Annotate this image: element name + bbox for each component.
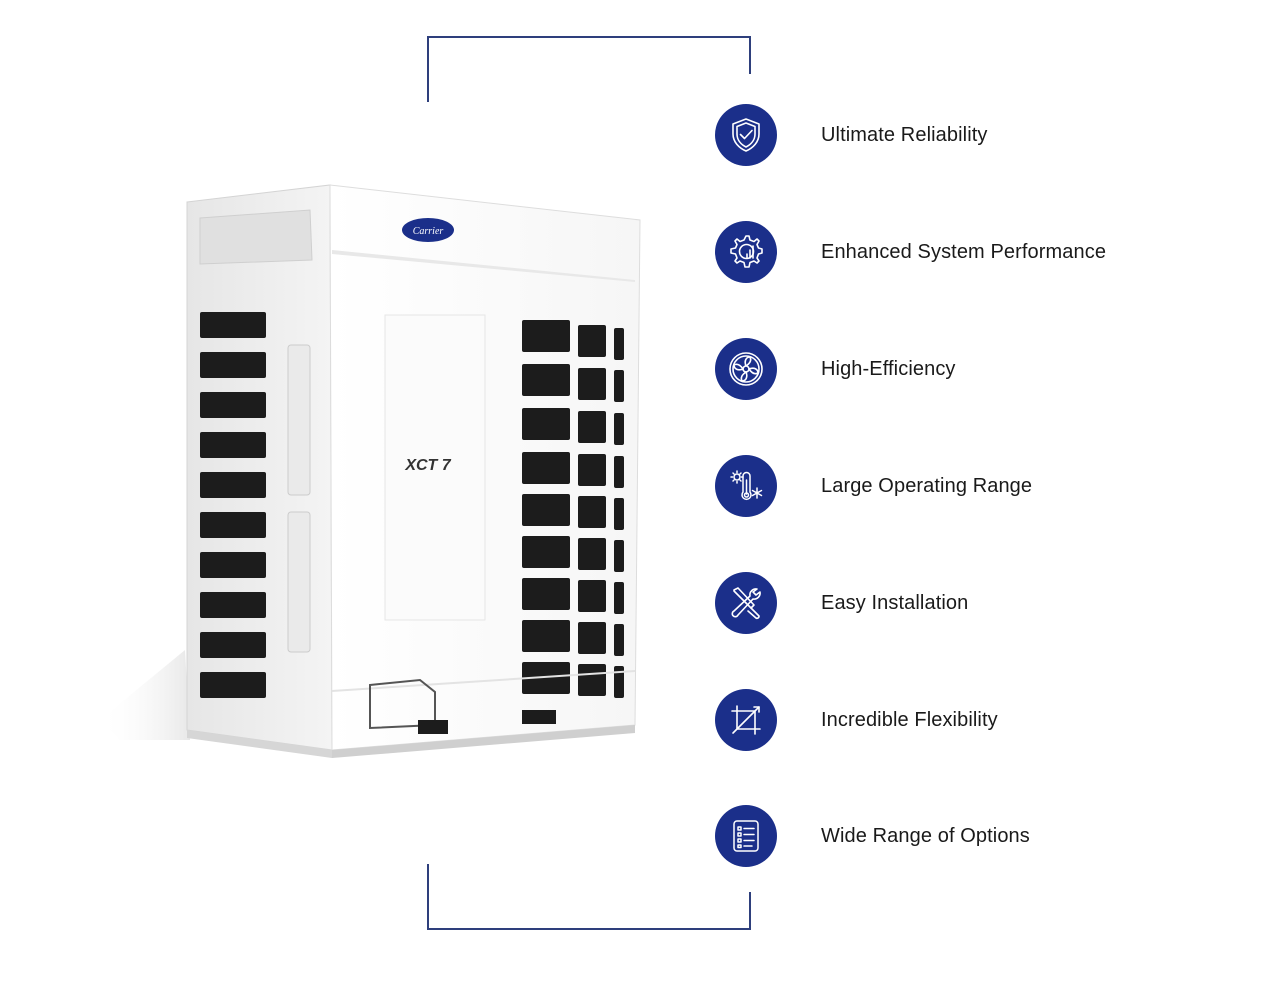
tools-icon <box>731 587 761 620</box>
frame-bottom-left-tick <box>427 864 429 930</box>
shield-check-icon <box>732 118 760 152</box>
frame-top-left-tick <box>427 36 429 102</box>
feature-label: Incredible Flexibility <box>821 708 998 731</box>
feature-item-options: Wide Range of Options <box>715 804 1235 868</box>
checklist-icon <box>733 820 759 852</box>
feature-item-performance: Enhanced System Performance <box>715 220 1235 284</box>
frame-top-line <box>427 36 751 38</box>
fan-icon <box>729 352 763 386</box>
feature-item-efficiency: High-Efficiency <box>715 337 1235 401</box>
feature-label: Easy Installation <box>821 591 969 614</box>
outdoor-unit-image: Carrier XCT 7 <box>100 184 641 758</box>
model-badge: XCT 7 <box>404 457 451 474</box>
feature-item-installation: Easy Installation <box>715 571 1235 635</box>
frame-bottom-right-tick <box>749 892 751 930</box>
gear-chart-icon <box>730 235 763 268</box>
frame-top-right-tick <box>749 36 751 74</box>
thermometer-sun-snow-icon <box>730 470 763 501</box>
feature-label: Wide Range of Options <box>821 824 1030 847</box>
flexible-square-icon <box>731 705 761 735</box>
feature-item-flexibility: Incredible Flexibility <box>715 688 1235 752</box>
feature-label: High-Efficiency <box>821 357 956 380</box>
feature-label: Large Operating Range <box>821 474 1033 497</box>
feature-label: Enhanced System Performance <box>821 240 1107 263</box>
frame-bottom-line <box>427 928 751 930</box>
brand-logo: Carrier <box>413 226 444 237</box>
feature-item-reliability: Ultimate Reliability <box>715 103 1235 167</box>
feature-label: Ultimate Reliability <box>821 123 988 146</box>
feature-item-operating-range: Large Operating Range <box>715 454 1235 518</box>
